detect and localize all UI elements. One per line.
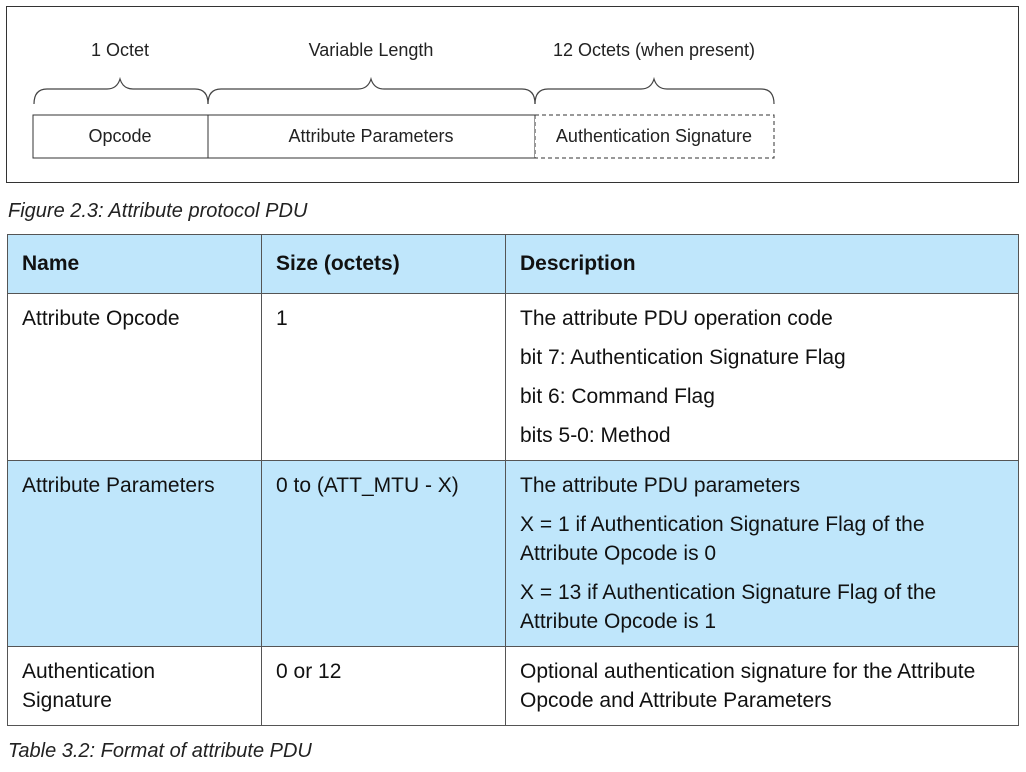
description-line: Optional authentication signature for th… bbox=[520, 660, 976, 712]
field-label-signature: Authentication Signature bbox=[556, 126, 752, 146]
field-box-signature bbox=[534, 114, 775, 159]
pdu-format-table: Name Size (octets) Description Attribute… bbox=[7, 234, 1019, 726]
row-name: Attribute Opcode bbox=[7, 293, 262, 461]
row-description: The attribute PDU operation code bit 7: … bbox=[505, 293, 1019, 461]
field-label-parameters: Attribute Parameters bbox=[288, 126, 453, 146]
description-line: X = 1 if Authentication Signature Flag o… bbox=[520, 513, 925, 565]
field-box-parameters bbox=[207, 114, 536, 159]
size-label-parameters: Variable Length bbox=[309, 40, 434, 60]
row-name: Attribute Parameters bbox=[7, 460, 262, 647]
description-line: bit 7: Authentication Signature Flag bbox=[520, 346, 846, 369]
size-label-opcode: 1 Octet bbox=[91, 40, 149, 60]
description-line: The attribute PDU parameters bbox=[520, 474, 801, 497]
brace-signature bbox=[534, 76, 775, 105]
table-header-row: Name Size (octets) Description bbox=[7, 234, 1019, 294]
figure-caption: Figure 2.3: Attribute protocol PDU bbox=[8, 200, 308, 222]
row-name: Authentication Signature bbox=[7, 646, 262, 726]
pdu-diagram: 1 Octet Variable Length 12 Octets (when … bbox=[32, 40, 775, 159]
description-line: bits 5-0: Method bbox=[520, 424, 671, 447]
description-line: bit 6: Command Flag bbox=[520, 385, 715, 408]
header-description: Description bbox=[505, 234, 1019, 294]
field-box-opcode bbox=[32, 114, 209, 159]
table-row: Authentication Signature 0 or 12 Optiona… bbox=[7, 646, 1019, 726]
description-line: The attribute PDU operation code bbox=[520, 307, 833, 330]
row-description: Optional authentication signature for th… bbox=[505, 646, 1019, 726]
table-caption: Table 3.2: Format of attribute PDU bbox=[8, 740, 312, 762]
table-row: Attribute Opcode 1 The attribute PDU ope… bbox=[7, 293, 1019, 461]
table-row: Attribute Parameters 0 to (ATT_MTU - X) … bbox=[7, 460, 1019, 647]
pdu-figure: 1 Octet Variable Length 12 Octets (when … bbox=[6, 6, 1019, 183]
header-name: Name bbox=[7, 234, 262, 294]
header-size: Size (octets) bbox=[261, 234, 506, 294]
description-line: X = 13 if Authentication Signature Flag … bbox=[520, 581, 937, 633]
row-size: 0 or 12 bbox=[261, 646, 506, 726]
size-label-signature: 12 Octets (when present) bbox=[553, 40, 755, 60]
row-size: 0 to (ATT_MTU - X) bbox=[261, 460, 506, 647]
brace-opcode bbox=[33, 76, 209, 105]
field-label-opcode: Opcode bbox=[88, 126, 151, 146]
row-description: The attribute PDU parameters X = 1 if Au… bbox=[505, 460, 1019, 647]
brace-parameters bbox=[207, 76, 536, 105]
row-size: 1 bbox=[261, 293, 506, 461]
